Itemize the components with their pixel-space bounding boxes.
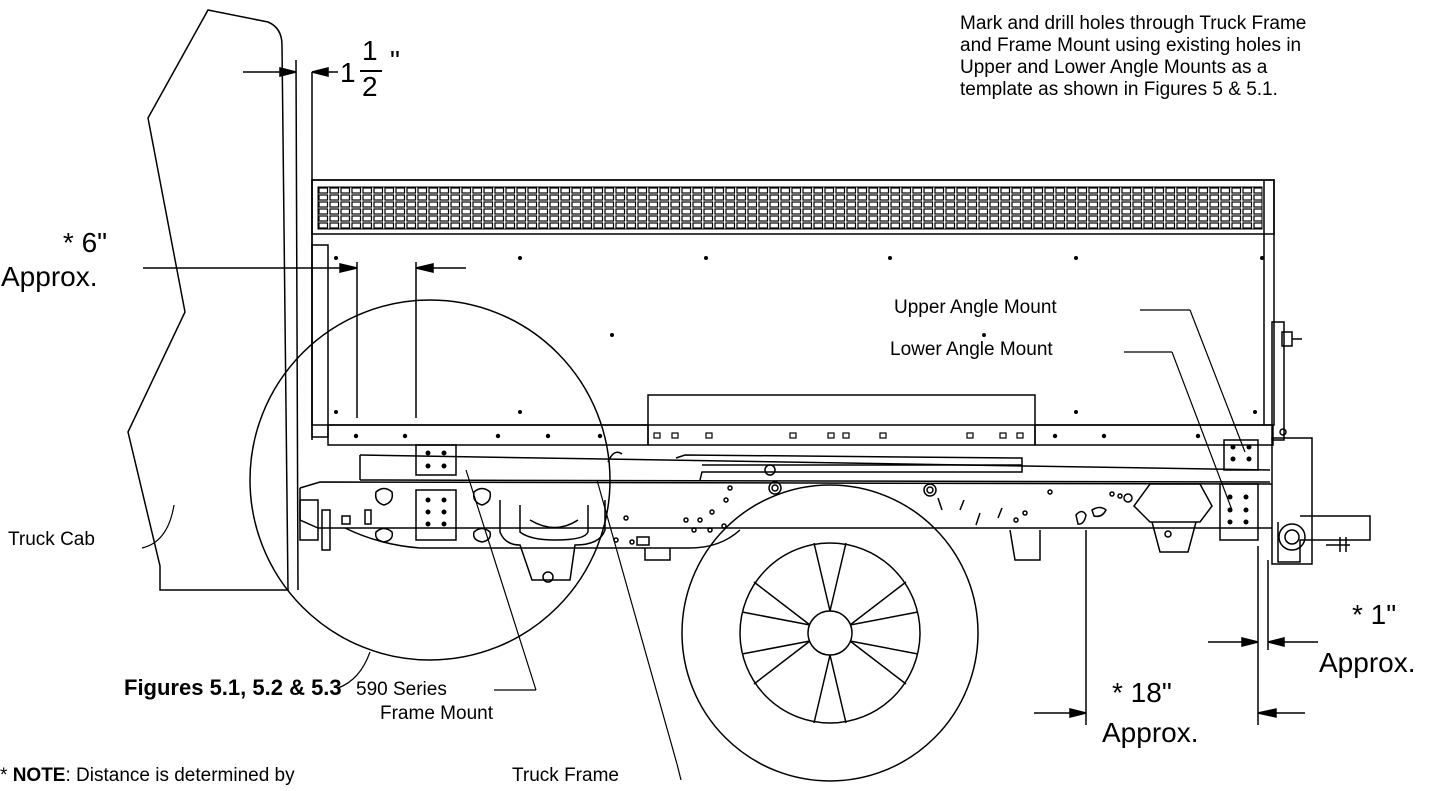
dimension-18-inch <box>1034 530 1305 725</box>
dim-6-value: * 6" <box>62 227 108 258</box>
instruction-line-3: Upper and Lower Angle Mounts as a <box>960 57 1268 78</box>
spreader-body <box>311 179 1275 446</box>
dim-top-whole: 1 <box>340 57 356 88</box>
rear-bracket <box>1271 321 1371 565</box>
dimension-1-5-inch <box>243 67 338 440</box>
panel-rivets <box>334 256 1264 439</box>
note-bold: NOTE <box>12 765 66 786</box>
dim-top-unit: " <box>390 45 400 76</box>
dimension-6-inch <box>143 262 466 418</box>
sub-frame-rail <box>359 454 1271 497</box>
dim-top-numerator: 1 <box>362 35 378 66</box>
note-text: * NOTE: Distance is determined by <box>0 766 295 786</box>
dim-1-note: Approx. <box>1319 647 1416 678</box>
dim-top-denominator: 2 <box>362 71 378 102</box>
leader-lines <box>141 309 1246 781</box>
dim-18-value: * 18" <box>1112 677 1172 708</box>
note-prefix: * <box>0 765 13 786</box>
dim-6-note: Approx. <box>1 261 98 292</box>
instruction-line-1: Mark and drill holes through Truck Frame <box>960 13 1307 34</box>
figures-label: Figures 5.1, 5.2 & 5.3 <box>124 675 342 700</box>
dim-1-value: * 1" <box>1352 599 1397 630</box>
truck-cab <box>127 9 299 591</box>
frame-mount-label-line1: 590 Series <box>356 679 447 700</box>
fraction-bar <box>360 70 382 72</box>
upper-angle-mount-label: Upper Angle Mount <box>894 297 1057 318</box>
truck-cab-label: Truck Cab <box>8 529 95 550</box>
spring-hanger-rear <box>1133 483 1213 553</box>
spring-hanger-front <box>499 500 606 583</box>
slot-marks <box>653 432 1024 439</box>
dimension-1-inch <box>1208 546 1318 725</box>
rear-wheel <box>681 484 979 782</box>
instruction-line-4: template as shown in Figures 5 & 5.1. <box>960 79 1278 100</box>
frame-mount-rear <box>1219 439 1259 541</box>
detail-callout-circle <box>249 299 623 661</box>
note-body: : Distance is determined by <box>65 765 295 786</box>
frame-mount-front <box>415 444 457 541</box>
truck-frame-label: Truck Frame <box>512 765 619 786</box>
instruction-line-2: and Frame Mount using existing holes in <box>960 35 1302 56</box>
dim-18-note: Approx. <box>1102 717 1199 748</box>
frame-mount-label-line2: Frame Mount <box>380 703 493 724</box>
lower-angle-mount-label: Lower Angle Mount <box>890 339 1053 360</box>
truck-frame <box>299 481 1273 561</box>
